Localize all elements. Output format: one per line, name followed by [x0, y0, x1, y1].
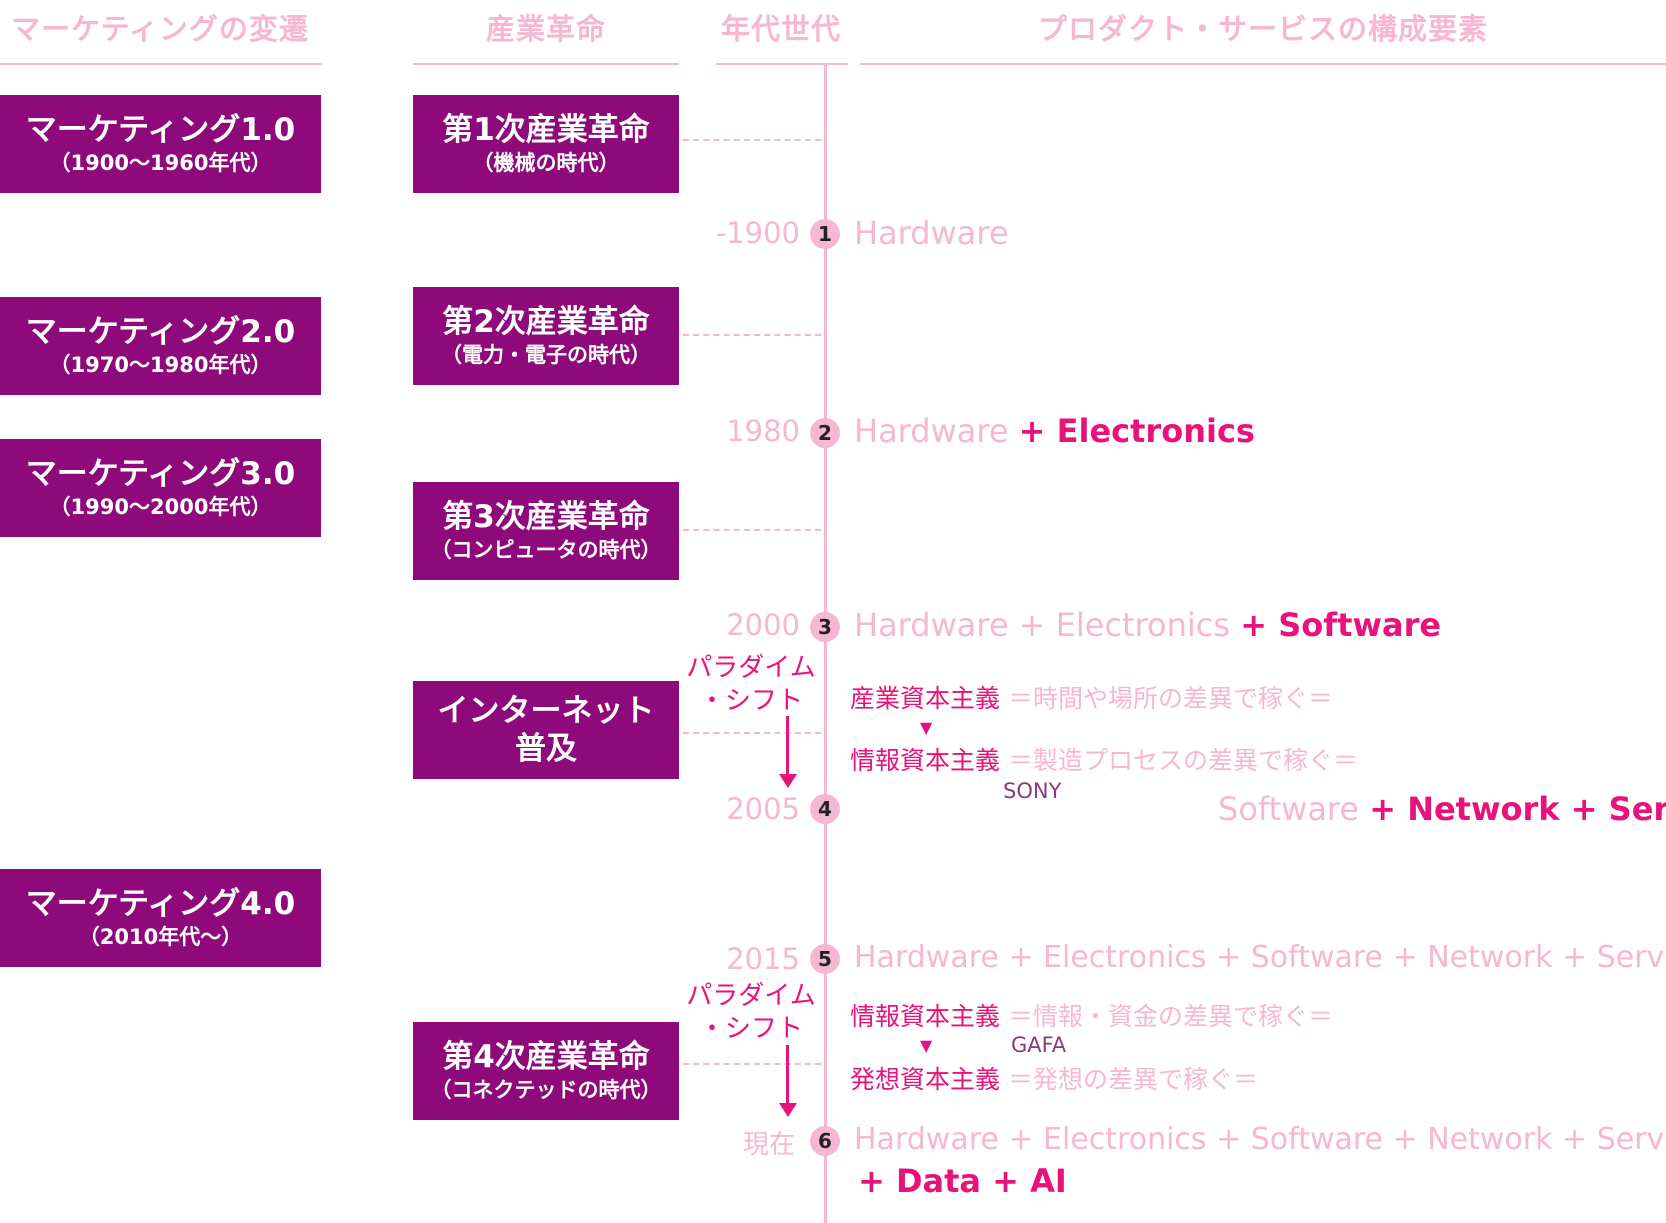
capitalism-idea: 発想資本主義 ＝発想の差異で稼ぐ＝: [850, 1060, 1258, 1096]
connector-dash-4: [683, 1063, 821, 1065]
revolution-box-internet: インターネット 普及: [413, 681, 679, 779]
timeline-year: 2005: [726, 792, 800, 826]
brand-gafa: GAFA: [1011, 1033, 1067, 1057]
timeline-node-3: 3: [810, 612, 840, 642]
revolution-title: 第3次産業革命: [442, 499, 650, 535]
capitalism-desc: ＝発想の差異で稼ぐ＝: [1007, 1065, 1258, 1094]
paradigm-shift-label: パラダイム ・シフト: [686, 652, 816, 718]
components-base: Hardware: [854, 412, 1009, 450]
revolution-title: 第2次産業革命: [442, 304, 650, 340]
connector-dash-2: [683, 334, 821, 336]
revolution-title: インターネット: [437, 693, 655, 729]
paradigm-arrow-line: [786, 1045, 789, 1105]
components-base: Hardware + Electronics: [854, 606, 1231, 644]
timeline-year: 2000: [726, 608, 800, 642]
revolution-sub: （コネクテッドの時代）: [430, 1078, 662, 1102]
revolution-sub: （機械の時代）: [472, 151, 620, 175]
marketing-box-2: マーケティング2.0 （1970〜1980年代）: [0, 297, 321, 395]
components-added: + Network + Service: [1369, 790, 1666, 828]
marketing-box-1: マーケティング1.0 （1900〜1960年代）: [0, 95, 321, 193]
paradigm-arrow-head: [779, 774, 797, 788]
marketing-period: （2010年代〜）: [78, 925, 243, 949]
marketing-period: （1970〜1980年代）: [49, 353, 272, 377]
marketing-title: マーケティング4.0: [25, 886, 296, 922]
year-1900: 1900: [726, 216, 800, 250]
components-added: + Data + AI: [858, 1162, 1067, 1200]
revolution-box-2: 第2次産業革命 （電力・電子の時代）: [413, 287, 679, 385]
capitalism-name: 情報資本主義: [850, 746, 1001, 775]
header-marketing: マーケティングの変遷: [11, 12, 309, 46]
capitalism-industrial: 産業資本主義 ＝時間や場所の差異で稼ぐ＝: [850, 679, 1333, 715]
down-triangle-icon: ▼: [920, 1036, 933, 1055]
paradigm-shift-line1: パラダイム: [686, 981, 816, 1011]
components-row-1: Hardware: [854, 214, 1009, 252]
marketing-period: （1900〜1960年代）: [49, 151, 272, 175]
connector-dash-1: [683, 139, 821, 141]
paradigm-shift-line2: ・シフト: [698, 686, 803, 716]
paradigm-shift-line2: ・シフト: [698, 1014, 803, 1044]
paradigm-arrow-head: [779, 1103, 797, 1117]
marketing-title: マーケティング1.0: [25, 112, 296, 148]
timeline-year: -1900: [715, 216, 800, 250]
components-base: Hardware + Electronics + Software + Netw…: [854, 940, 1666, 975]
timeline-node-4: 4: [810, 794, 840, 824]
revolution-title: 第1次産業革命: [442, 112, 650, 148]
revolution-title: 第4次産業革命: [442, 1039, 650, 1075]
components-row-3: Hardware + Electronics + Software: [854, 606, 1441, 644]
revolution-sub: （電力・電子の時代）: [441, 343, 651, 367]
header-underline-era: [716, 63, 848, 65]
revolution-box-1: 第1次産業革命 （機械の時代）: [413, 95, 679, 193]
components-added: + Electronics: [1018, 412, 1255, 450]
revolution-box-4: 第4次産業革命 （コネクテッドの時代）: [413, 1022, 679, 1120]
components-row-5: Hardware + Electronics + Software + Netw…: [854, 940, 1666, 975]
components-row-6: Hardware + Electronics + Software + Netw…: [854, 1122, 1666, 1157]
paradigm-arrow-line: [786, 716, 789, 776]
timeline-node-5: 5: [810, 944, 840, 974]
capitalism-desc: ＝製造プロセスの差異で稼ぐ＝: [1007, 746, 1358, 775]
revolution-sub: 普及: [515, 731, 577, 767]
components-row-4: Software + Network + Service: [1218, 790, 1666, 828]
header-industrial: 産業革命: [485, 12, 606, 46]
header-underline-components: [860, 63, 1666, 65]
marketing-box-3: マーケティング3.0 （1990〜2000年代）: [0, 439, 321, 537]
revolution-box-3: 第3次産業革命 （コンピュータの時代）: [413, 482, 679, 580]
components-added: + Software: [1240, 606, 1442, 644]
connector-dash-internet: [683, 732, 821, 734]
timeline-year: 現在: [742, 1130, 795, 1160]
header-era: 年代世代: [720, 12, 841, 46]
capitalism-desc: ＝情報・資金の差異で稼ぐ＝: [1007, 1002, 1333, 1031]
paradigm-shift-line1: パラダイム: [686, 653, 816, 683]
capitalism-name: 情報資本主義: [850, 1002, 1001, 1031]
timeline-node-6: 6: [810, 1126, 840, 1156]
timeline-year: 2015: [726, 942, 800, 976]
timeline-node-2: 2: [810, 418, 840, 448]
components-row-6-added: + Data + AI: [858, 1162, 1067, 1200]
brand-sony: SONY: [1003, 779, 1062, 803]
components-row-2: Hardware + Electronics: [854, 412, 1255, 450]
timeline-axis: [824, 63, 827, 1223]
components-base: Hardware: [854, 214, 1009, 252]
revolution-sub: （コンピュータの時代）: [430, 538, 662, 562]
components-base: Hardware + Electronics + Software + Netw…: [854, 1122, 1666, 1157]
header-underline-marketing: [0, 63, 322, 65]
capitalism-name: 発想資本主義: [850, 1065, 1001, 1094]
timeline-year: 1980: [726, 414, 800, 448]
header-underline-industrial: [413, 63, 679, 65]
connector-dash-3: [683, 529, 821, 531]
header-components: プロダクト・サービスの構成要素: [1037, 12, 1488, 46]
capitalism-name: 産業資本主義: [850, 684, 1001, 713]
capitalism-desc: ＝時間や場所の差異で稼ぐ＝: [1007, 684, 1333, 713]
capitalism-information-b: 情報資本主義 ＝情報・資金の差異で稼ぐ＝: [850, 997, 1333, 1033]
components-base: Software: [1218, 790, 1360, 828]
paradigm-shift-label: パラダイム ・シフト: [686, 980, 816, 1046]
marketing-period: （1990〜2000年代）: [49, 495, 272, 519]
marketing-box-4: マーケティング4.0 （2010年代〜）: [0, 869, 321, 967]
timeline-node-1: 1: [810, 219, 840, 249]
marketing-title: マーケティング2.0: [25, 314, 296, 350]
down-triangle-icon: ▼: [920, 718, 933, 737]
marketing-title: マーケティング3.0: [25, 456, 296, 492]
capitalism-information-a: 情報資本主義 ＝製造プロセスの差異で稼ぐ＝: [850, 741, 1358, 777]
